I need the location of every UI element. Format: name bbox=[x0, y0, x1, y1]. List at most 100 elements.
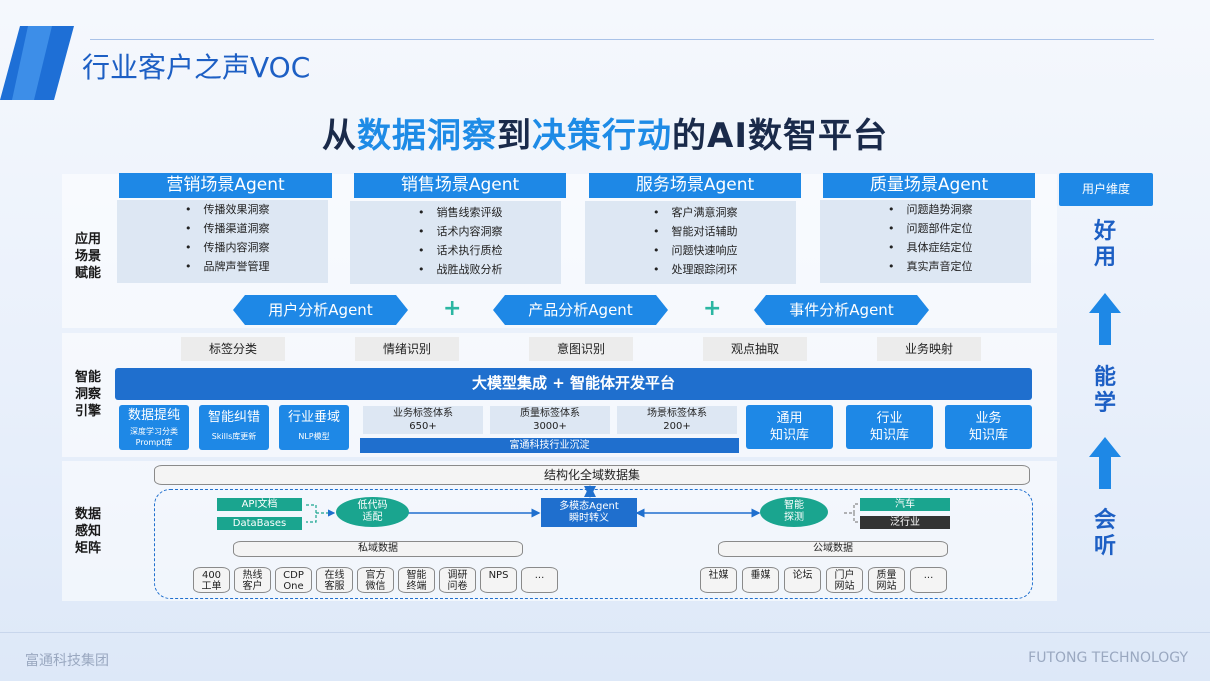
structured-dataset: 结构化全域数据集 bbox=[154, 465, 1030, 485]
row-label-application: 应用 场景 赋能 bbox=[74, 232, 101, 281]
tag-name: 场景标签体系 bbox=[647, 408, 707, 419]
flow-arrows bbox=[306, 485, 859, 523]
level-good-to-use: 好用 bbox=[1088, 219, 1122, 271]
level-can-listen: 会听 bbox=[1088, 508, 1122, 560]
public-data-label: 公域数据 bbox=[718, 541, 948, 557]
tag-name: 业务标签体系 bbox=[393, 408, 453, 419]
knowledge-base-business: 业务知识库 bbox=[945, 405, 1032, 449]
knowledge-base-industry: 行业知识库 bbox=[846, 405, 933, 449]
scene-agent-quality-title: 质量场景Agent bbox=[823, 173, 1035, 198]
list-item: 智能对话辅助 bbox=[585, 222, 796, 241]
plus-sign: + bbox=[443, 296, 462, 321]
kb-line: 业务 bbox=[975, 411, 1002, 426]
node-line: 瞬时转义 bbox=[569, 513, 609, 524]
public-source: 质量 网站 bbox=[868, 567, 905, 593]
node-line: 适配 bbox=[362, 512, 383, 523]
kb-line: 知识库 bbox=[769, 428, 809, 443]
engine-sub: 深度学习分类 Prompt库 bbox=[130, 427, 178, 447]
private-source: 智能 终端 bbox=[398, 567, 435, 593]
analysis-agent-user: 用户分析Agent bbox=[233, 295, 408, 325]
headline-highlight: 数据洞察 bbox=[357, 116, 498, 156]
footer-company: 富通科技集团 bbox=[25, 653, 109, 669]
level-char: 好 bbox=[1093, 219, 1116, 244]
list-item: 传播内容洞察 bbox=[117, 238, 328, 257]
private-data-label: 私域数据 bbox=[233, 541, 523, 557]
kb-line: 知识库 bbox=[968, 428, 1008, 443]
list-item: 客户满意洞察 bbox=[585, 203, 796, 222]
list-item: 战胜战败分析 bbox=[350, 260, 561, 279]
node-line: 探测 bbox=[784, 512, 804, 523]
footer-brand: FUTONG TECHNOLOGY bbox=[1028, 650, 1188, 666]
industry-sediment-bar: 富通科技行业沉淀 bbox=[360, 438, 739, 453]
scene-agent-quality-body: 问题趋势洞察问题部件定位具体症结定位真实声音定位 bbox=[820, 200, 1031, 283]
list-item: 问题部件定位 bbox=[820, 219, 1031, 238]
level-char: 会 bbox=[1093, 508, 1116, 533]
capability-chip: 情绪识别 bbox=[355, 337, 459, 361]
public-source: 社媒 bbox=[700, 567, 737, 593]
level-char: 能 bbox=[1093, 365, 1116, 390]
engine-data-purify: 数据提纯 深度学习分类 Prompt库 bbox=[119, 405, 189, 450]
engine-title: 智能纠错 bbox=[207, 410, 260, 425]
node-line: 低代码 bbox=[357, 500, 388, 511]
private-source: 热线 客户 bbox=[234, 567, 271, 593]
scene-agent-marketing-title: 营销场景Agent bbox=[119, 173, 332, 198]
level-char: 学 bbox=[1093, 391, 1116, 416]
row-label-insight: 智能 洞察 引擎 bbox=[74, 370, 101, 419]
capability-chip: 意图识别 bbox=[529, 337, 633, 361]
engine-title: 行业垂域 bbox=[287, 410, 340, 425]
footer-divider bbox=[0, 632, 1210, 633]
private-source: 调研 问卷 bbox=[439, 567, 476, 593]
private-source: ... bbox=[521, 567, 558, 593]
tag-system-quality: 质量标签体系 3000+ bbox=[490, 406, 610, 434]
scene-agent-service-title: 服务场景Agent bbox=[589, 173, 801, 198]
node-line: 多模态Agent bbox=[559, 501, 619, 512]
headline-part: 到 bbox=[497, 116, 533, 156]
capability-chip: 标签分类 bbox=[181, 337, 285, 361]
headline-part: 从 bbox=[322, 116, 358, 156]
engine-smart-correct: 智能纠错 Skills库更新 bbox=[199, 405, 269, 450]
private-source: NPS bbox=[480, 567, 517, 593]
list-item: 传播渠道洞察 bbox=[117, 219, 328, 238]
scene-agent-service-body: 客户满意洞察智能对话辅助问题快速响应处理跟踪闭环 bbox=[585, 201, 796, 284]
up-arrow-icon bbox=[1089, 293, 1121, 345]
engine-vertical: 行业垂域 NLP模型 bbox=[279, 405, 349, 450]
private-source: 官方 微信 bbox=[357, 567, 394, 593]
public-source: 门户 网站 bbox=[826, 567, 863, 593]
list-item: 具体症结定位 bbox=[820, 238, 1031, 257]
public-source: 论坛 bbox=[784, 567, 821, 593]
list-item: 真实声音定位 bbox=[820, 257, 1031, 276]
tag-name: 质量标签体系 bbox=[520, 408, 580, 419]
scene-agent-marketing-body: 传播效果洞察传播渠道洞察传播内容洞察品牌声誉管理 bbox=[117, 200, 328, 283]
platform-bar: 大模型集成 + 智能体开发平台 bbox=[115, 368, 1032, 400]
up-arrow-icon bbox=[1089, 437, 1121, 489]
tag-count: 200+ bbox=[663, 421, 691, 432]
list-item: 传播效果洞察 bbox=[117, 200, 328, 219]
list-item: 话术执行质检 bbox=[350, 241, 561, 260]
lowcode-adapter: 低代码适配 bbox=[336, 497, 409, 527]
kb-line: 通用 bbox=[776, 411, 803, 426]
corner-logo-shape bbox=[0, 26, 74, 100]
user-dimension-label: 用户维度 bbox=[1059, 173, 1153, 206]
headline-part: 的AI数智平台 bbox=[672, 116, 888, 156]
header-divider bbox=[90, 39, 1154, 40]
tag-count: 3000+ bbox=[533, 421, 567, 432]
list-item: 销售线索评级 bbox=[350, 203, 561, 222]
kb-line: 知识库 bbox=[869, 428, 909, 443]
knowledge-base-general: 通用知识库 bbox=[746, 405, 833, 449]
plus-sign: + bbox=[703, 296, 722, 321]
level-char: 听 bbox=[1093, 534, 1116, 559]
public-source: 垂媒 bbox=[742, 567, 779, 593]
private-source: 在线 客服 bbox=[316, 567, 353, 593]
private-source: 400 工单 bbox=[193, 567, 230, 593]
private-source: CDP One ID bbox=[275, 567, 312, 593]
row-label-data: 数据 感知 矩阵 bbox=[74, 507, 101, 556]
engine-title: 数据提纯 bbox=[127, 408, 180, 423]
input-api-docs: API文档 bbox=[217, 498, 302, 511]
analysis-agent-product: 产品分析Agent bbox=[493, 295, 668, 325]
capability-chip: 业务映射 bbox=[877, 337, 981, 361]
scene-agent-sales-title: 销售场景Agent bbox=[354, 173, 566, 198]
output-automotive: 汽车 bbox=[860, 498, 950, 511]
list-item: 问题趋势洞察 bbox=[820, 200, 1031, 219]
headline-highlight: 决策行动 bbox=[532, 116, 673, 156]
